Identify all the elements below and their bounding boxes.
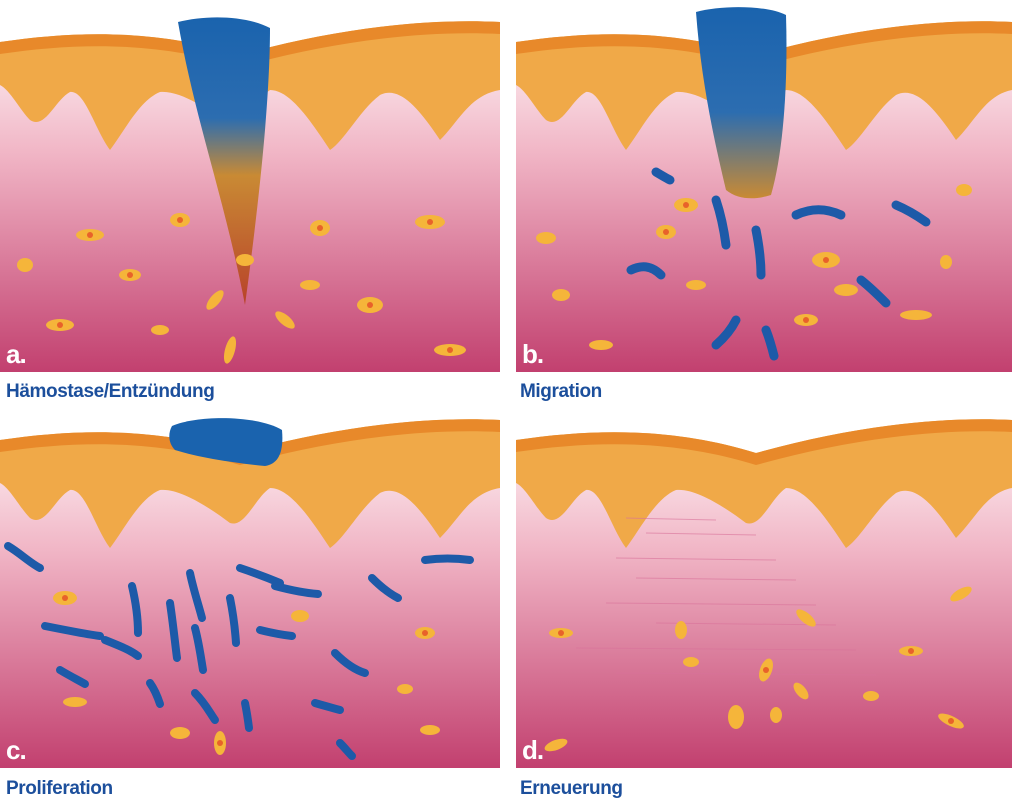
panel-letter: a. [6,339,26,370]
panel-caption: Erneuerung [520,778,623,800]
panel-a-hemostasis: a. [0,0,500,372]
panel-letter: b. [522,339,543,370]
panel-c-proliferation: c. [0,408,500,768]
panel-d-renewal: d. [516,408,1012,768]
panel-c-illustration [0,408,500,768]
panel-b-migration: b. [516,0,1012,372]
panel-d-illustration [516,408,1012,768]
panel-letter: d. [522,735,543,766]
panel-b-illustration [516,0,1012,372]
panel-caption: Proliferation [6,778,113,800]
panel-caption: Hämostase/Entzündung [6,381,214,403]
panel-letter: c. [6,735,26,766]
panel-a-illustration [0,0,500,372]
panel-caption: Migration [520,381,602,403]
